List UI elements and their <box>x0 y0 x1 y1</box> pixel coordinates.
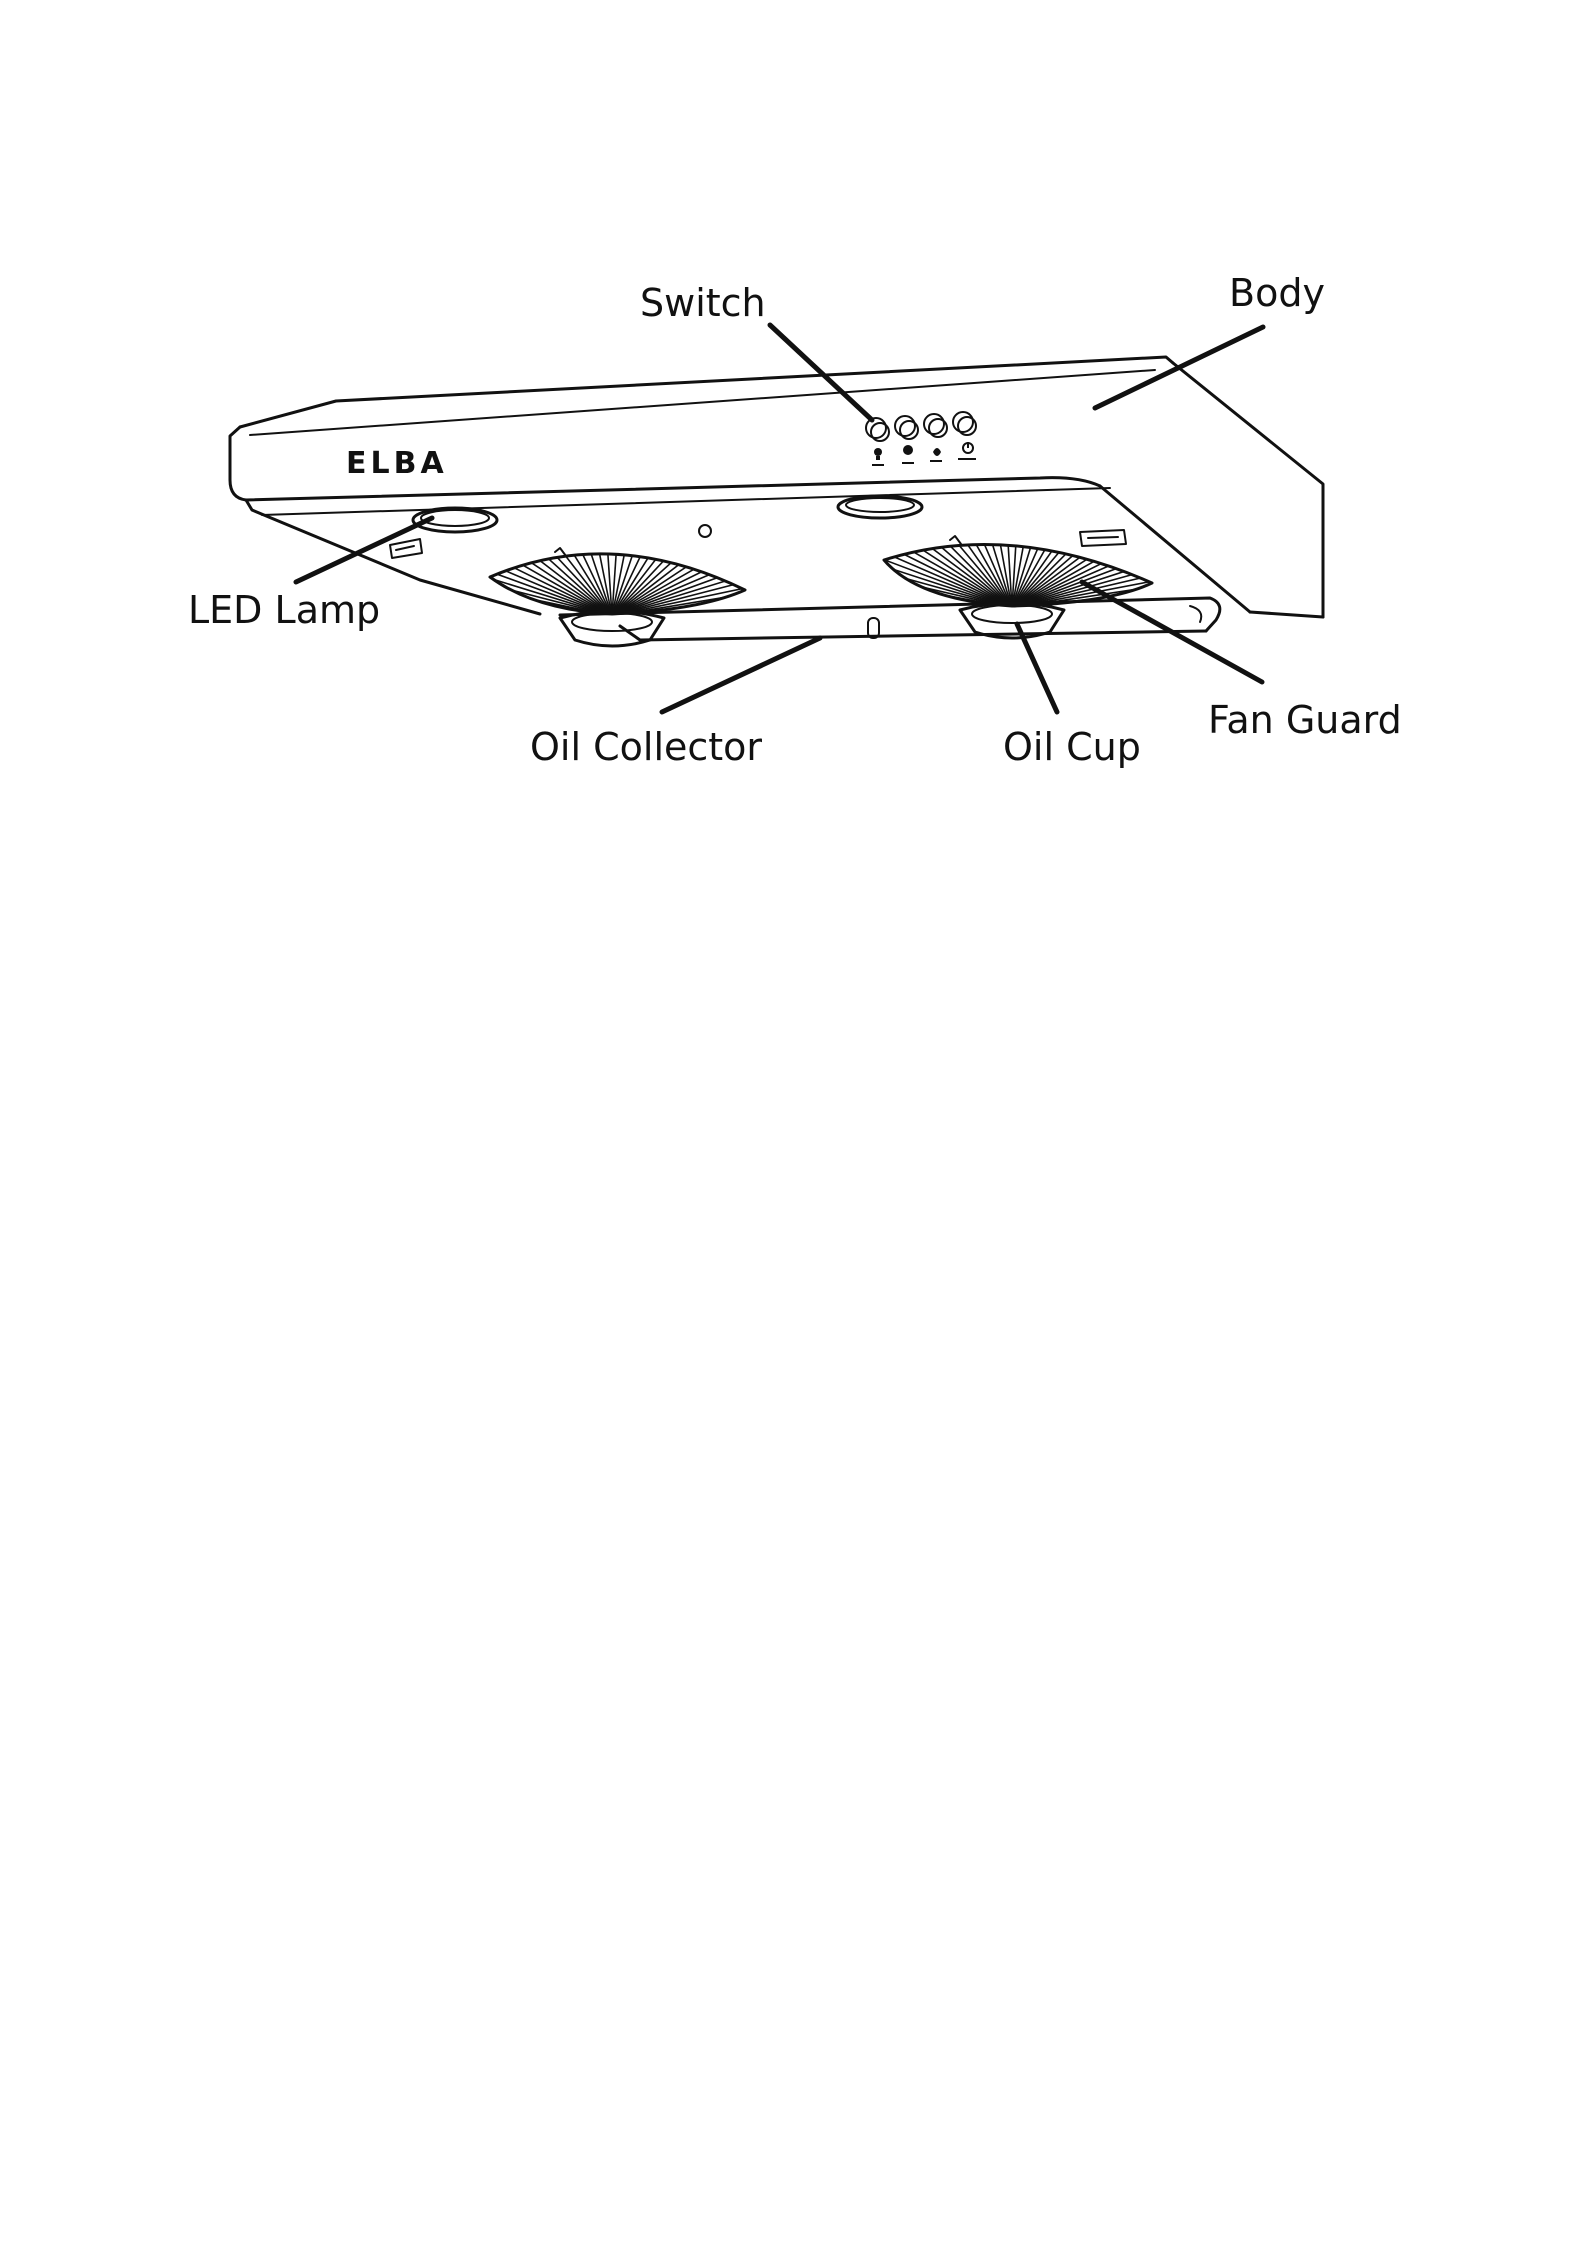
low-fan-icon <box>933 448 941 456</box>
label-oil-cup: Oil Cup <box>1003 725 1141 769</box>
oil-cup-left <box>560 611 664 646</box>
switch-panel <box>866 412 976 466</box>
range-hood-body <box>230 357 1323 640</box>
label-switch: Switch <box>640 281 766 325</box>
leader-body <box>1095 327 1263 408</box>
label-led-lamp: LED Lamp <box>188 588 380 632</box>
brand-logo: ELBA <box>346 446 448 481</box>
high-fan-icon <box>903 445 913 455</box>
switch-button-high[interactable] <box>895 416 918 439</box>
leader-oil-collector <box>662 638 820 712</box>
label-oil-collector: Oil Collector <box>530 725 762 769</box>
fan-guard-right <box>842 515 1182 608</box>
label-fan-guard: Fan Guard <box>1208 698 1402 742</box>
switch-button-power[interactable] <box>953 412 976 435</box>
light-bulb-icon <box>874 448 882 460</box>
label-body: Body <box>1229 271 1325 315</box>
leader-oil-cup <box>1017 624 1057 712</box>
switch-button-light[interactable] <box>866 418 889 441</box>
led-lamp-right <box>838 496 922 518</box>
power-icon <box>963 442 973 453</box>
switch-button-low[interactable] <box>924 414 947 437</box>
leader-led-lamp <box>296 518 432 582</box>
